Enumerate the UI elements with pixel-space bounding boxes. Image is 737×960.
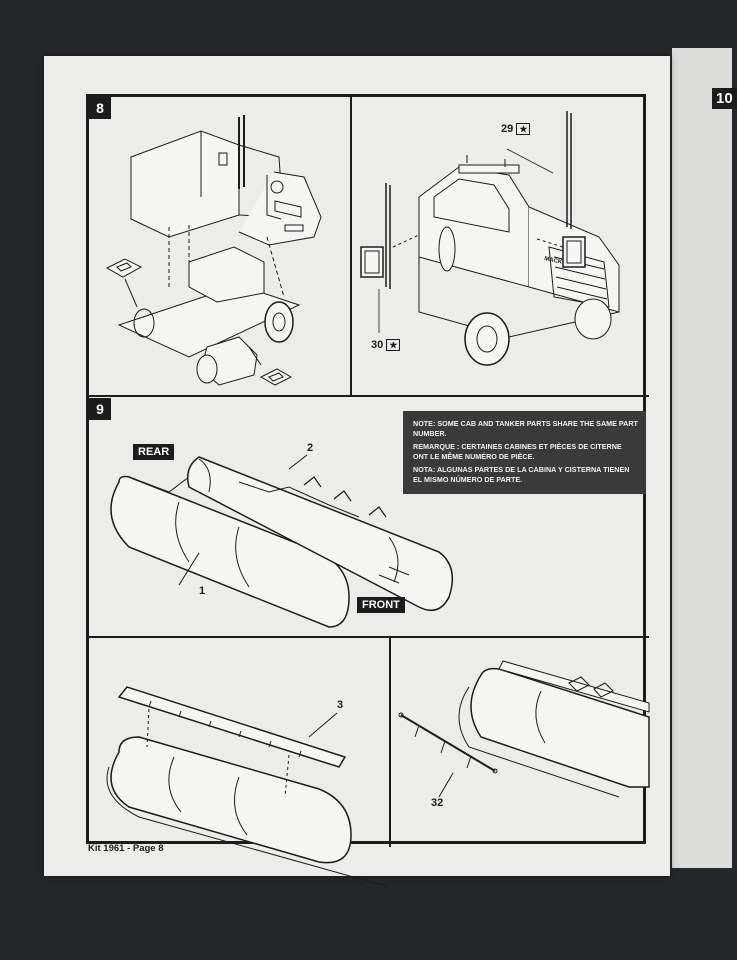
instruction-page: MACK 8 9 29 ★ 30 ★ 2 1 3 32 REAR FRONT N… — [44, 56, 670, 888]
leader-lines-step9 — [178, 454, 308, 586]
multilingual-note: NOTE: SOME CAB AND TANKER PARTS SHARE TH… — [403, 411, 646, 494]
note-spanish: NOTA: ALGUNAS PARTES DE LA CABINA Y CIST… — [413, 465, 630, 484]
assembly-illustrations: MACK — [89, 97, 650, 888]
callout-part-32: 32 — [431, 797, 444, 809]
callout-part-30: 30 ★ — [371, 339, 401, 351]
star-icon: ★ — [386, 339, 401, 351]
note-english: NOTE: SOME CAB AND TANKER PARTS SHARE TH… — [413, 419, 638, 438]
step-8-number: 8 — [89, 97, 111, 119]
note-french: REMARQUE : CERTAINES CABINES ET PIÈCES D… — [413, 442, 622, 461]
chassis-drawing — [117, 225, 301, 386]
part-detail-callouts — [105, 258, 293, 386]
mack-grille-label: MACK — [544, 256, 564, 266]
tanker-upper-half-drawing — [187, 456, 454, 612]
cab-sleeper-drawing — [130, 115, 322, 246]
page-footer: Kit 1961 - Page 8 — [88, 843, 164, 854]
next-step-number: 10 — [712, 88, 737, 109]
mirror-29-drawing — [506, 111, 586, 268]
callout-part-29: 29 ★ — [501, 123, 531, 135]
mirror-30-drawing — [360, 183, 420, 333]
steps-frame: MACK 8 9 29 ★ 30 ★ 2 1 3 32 REAR FRONT N… — [86, 94, 650, 888]
mack-truck-drawing — [418, 155, 620, 366]
step-9-number: 9 — [89, 398, 111, 420]
front-label: FRONT — [357, 597, 405, 613]
tanker-lower-half-drawing — [110, 475, 350, 628]
callout-part-2: 2 — [307, 442, 314, 454]
tanker-side-rail-drawing — [398, 660, 650, 798]
adjacent-page: 10 — [672, 48, 737, 868]
tanker-catwalk-drawing — [106, 686, 390, 888]
callout-part-3: 3 — [337, 699, 344, 711]
rear-label: REAR — [133, 444, 175, 460]
star-icon: ★ — [516, 123, 531, 135]
callout-part-1: 1 — [199, 585, 206, 597]
